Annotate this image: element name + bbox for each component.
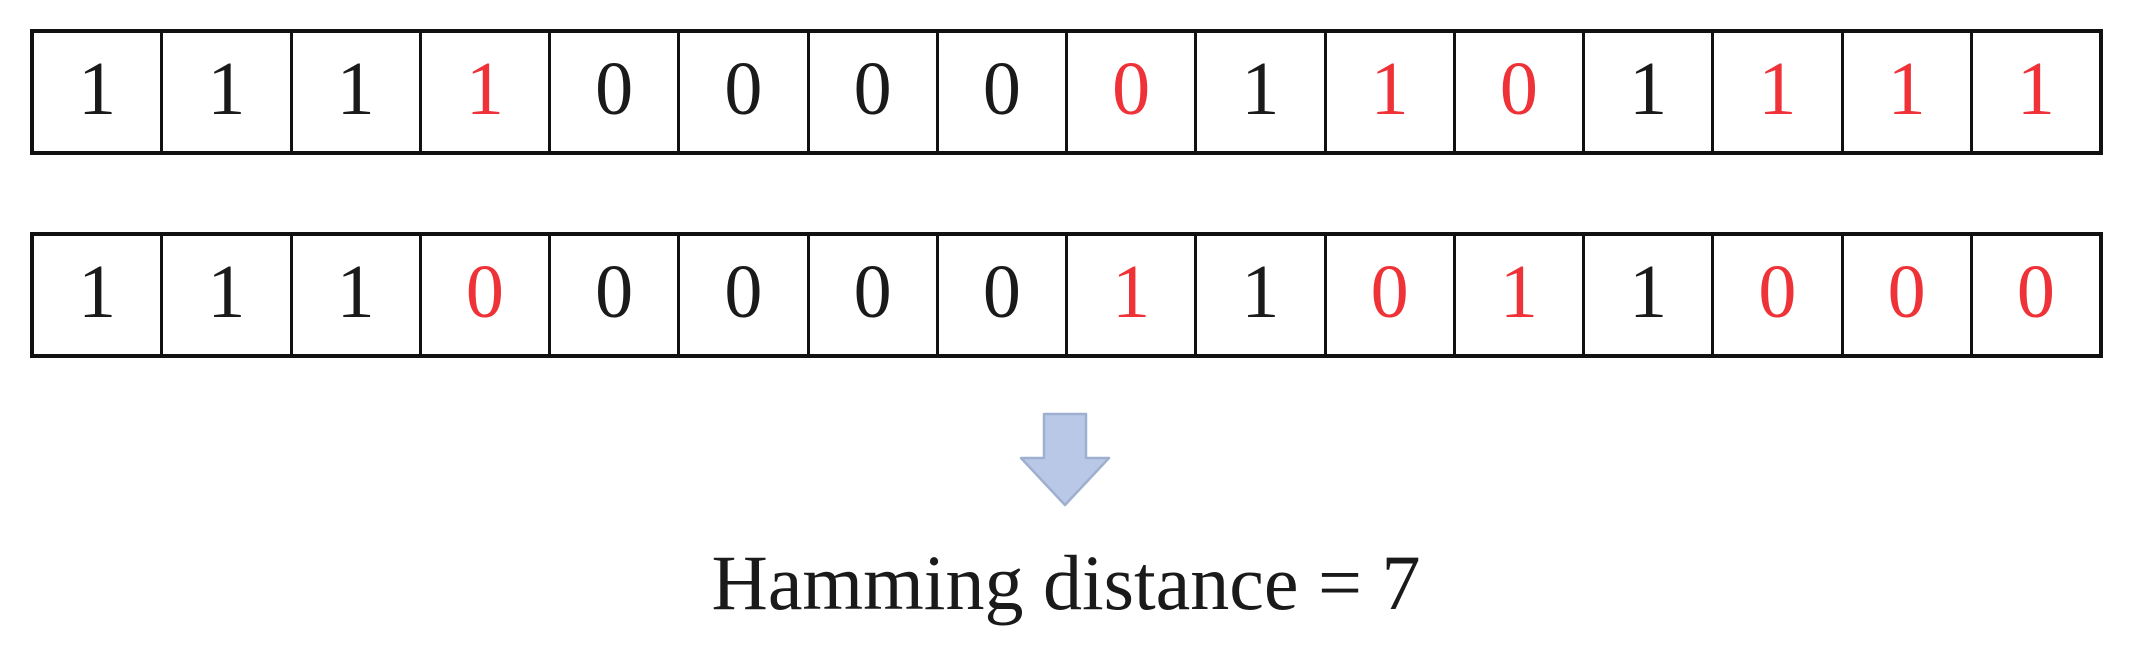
bit-cell: 1	[34, 236, 164, 354]
bit-cell: 0	[2016, 250, 2055, 334]
bit-cell: 0	[810, 33, 939, 151]
down-arrow-shape	[1019, 412, 1111, 507]
bit-cell: 1	[422, 33, 551, 151]
bit-cell: 1	[1197, 236, 1327, 354]
bit-cell: 1	[1327, 33, 1456, 151]
bit-cell: 1	[34, 33, 164, 151]
bit-cell: 1	[1585, 33, 1715, 151]
bit-cell: 1	[163, 236, 293, 354]
bit-cell: 1	[163, 33, 293, 151]
bit-cell: 1	[1456, 236, 1585, 354]
bit-cell: 0	[939, 33, 1068, 151]
bit-cell: 1	[1197, 33, 1327, 151]
bit-cell: 0	[1068, 33, 1198, 151]
bit-cell: 1	[1714, 33, 1844, 151]
bit-cell: 0	[939, 236, 1068, 354]
bit-cell: 0	[551, 236, 681, 354]
bit-cell: 0	[551, 33, 681, 151]
bit-cell: 0	[680, 236, 810, 354]
caption-text: Hamming distance = 7	[711, 539, 1421, 626]
bit-cell: 1	[1068, 236, 1198, 354]
bit-cell: 0	[680, 33, 810, 151]
bit-cell: 0	[1714, 236, 1844, 354]
bit-cell: 0	[1456, 33, 1585, 151]
bit-cell: 0	[810, 236, 939, 354]
bit-cell: 1	[1844, 33, 1973, 151]
bit-cell: 1	[1585, 236, 1715, 354]
bit-cell: 1	[293, 236, 422, 354]
bit-cell: 0	[422, 236, 551, 354]
down-block-arrow-icon	[1019, 412, 1111, 508]
bit-cell: 1	[293, 33, 422, 151]
bit-cell: 0	[1327, 236, 1456, 354]
bit-cell: 1	[2016, 47, 2055, 131]
bit-cell: 0	[1844, 236, 1973, 354]
